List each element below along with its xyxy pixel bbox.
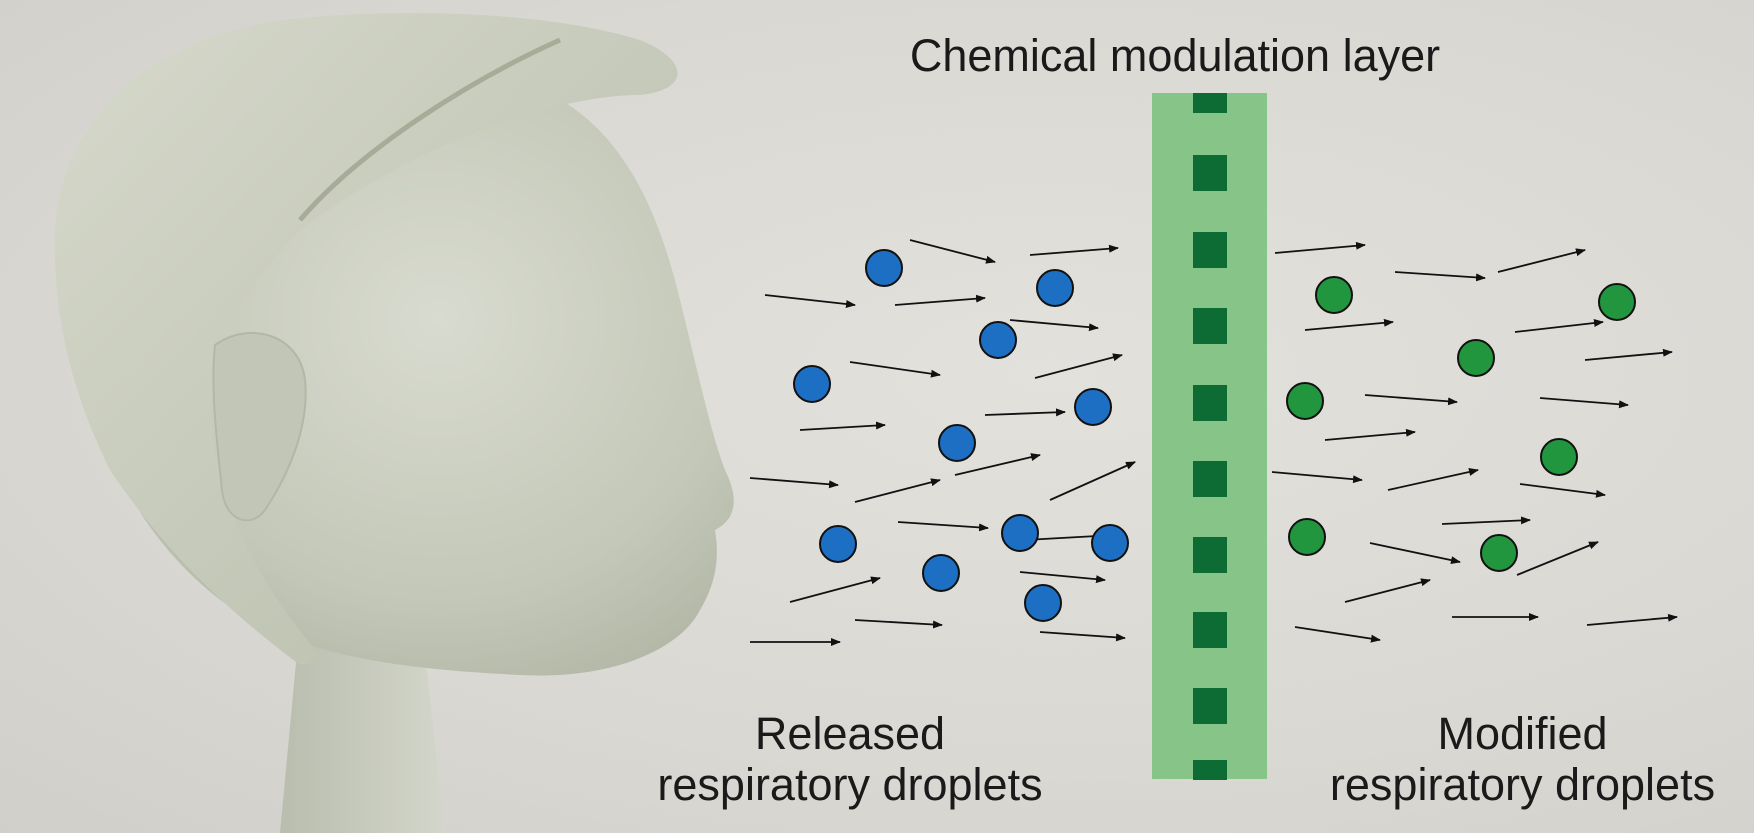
- released-droplet: [979, 321, 1017, 359]
- modified-label-line2: respiratory droplets: [1329, 759, 1716, 810]
- released-droplet: [1001, 514, 1039, 552]
- layer-pore: [1193, 385, 1227, 421]
- flow-arrow: [1441, 516, 1531, 525]
- flow-arrow: [1009, 319, 1099, 332]
- modified-droplet: [1288, 518, 1326, 556]
- flow-arrow: [1394, 271, 1486, 282]
- layer-pore: [1193, 760, 1227, 780]
- modified-label-line1: Modified: [1437, 708, 1608, 759]
- flow-arrow: [1369, 542, 1461, 565]
- hair-part: [298, 37, 562, 222]
- released-droplet: [938, 424, 976, 462]
- released-droplet: [1036, 269, 1074, 307]
- flow-arrow: [1514, 319, 1604, 333]
- neck: [280, 610, 445, 833]
- flow-arrow: [1274, 241, 1366, 254]
- released-droplet: [865, 249, 903, 287]
- flow-arrow: [1519, 483, 1606, 498]
- flow-arrow: [897, 521, 989, 532]
- flow-arrow: [1019, 571, 1106, 584]
- modified-droplet: [1286, 382, 1324, 420]
- modified-droplets: [1286, 276, 1636, 572]
- released-droplet: [819, 525, 857, 563]
- flow-arrow: [1034, 353, 1123, 379]
- released-label-line2: respiratory droplets: [657, 759, 1043, 810]
- modified-droplet: [1598, 283, 1636, 321]
- modified-droplet: [1480, 534, 1518, 572]
- flow-arrow: [1029, 244, 1119, 256]
- layer-pore: [1193, 461, 1227, 497]
- head-figure: [54, 12, 734, 833]
- flow-arrow: [749, 477, 839, 489]
- flow-arrow: [1539, 397, 1629, 409]
- modified-droplet: [1457, 339, 1495, 377]
- flow-arrow: [1586, 613, 1678, 626]
- layer-pore: [1193, 308, 1227, 344]
- flow-arrow: [1387, 468, 1479, 491]
- flow-arrow: [954, 453, 1041, 476]
- flow-arrow: [854, 478, 941, 503]
- flow-arrow: [1344, 578, 1431, 603]
- released-droplet: [793, 365, 831, 403]
- released-droplet: [1074, 388, 1112, 426]
- flow-arrow: [909, 239, 996, 264]
- flow-arrow: [1049, 461, 1136, 501]
- flow-arrow: [894, 294, 986, 306]
- flow-arrow: [1294, 626, 1381, 643]
- modulation-layer: [1152, 93, 1267, 780]
- released-droplet: [1091, 524, 1129, 562]
- flow-arrow: [1584, 348, 1673, 361]
- layer-band: [1152, 93, 1267, 779]
- ear: [212, 331, 307, 522]
- layer-pore: [1193, 612, 1227, 648]
- layer-pore: [1193, 93, 1227, 113]
- flow-arrow: [799, 421, 886, 431]
- layer-pore: [1193, 232, 1227, 268]
- released-label-line1: Released: [754, 708, 946, 759]
- flow-arrow: [1271, 471, 1363, 484]
- modified-droplet: [1315, 276, 1353, 314]
- flow-arrow: [854, 619, 943, 629]
- released-droplets-label: Released respiratory droplets: [600, 708, 1100, 810]
- modified-droplet: [1540, 438, 1578, 476]
- flow-arrow: [1304, 318, 1394, 331]
- flow-arrow: [1039, 631, 1126, 642]
- layer-pore: [1193, 155, 1227, 191]
- modified-droplets-label: Modified respiratory droplets: [1290, 708, 1754, 810]
- layer-pore: [1193, 537, 1227, 573]
- released-droplets: [793, 249, 1129, 622]
- released-droplet: [922, 554, 960, 592]
- flow-arrow: [849, 361, 941, 378]
- flow-arrow: [1364, 394, 1458, 406]
- layer-pore: [1193, 688, 1227, 724]
- flow-arrow: [789, 576, 881, 603]
- flow-arrow: [764, 294, 856, 308]
- layer-title: Chemical modulation layer: [909, 30, 1441, 81]
- released-droplet: [1024, 584, 1062, 622]
- hair: [54, 12, 678, 666]
- flow-arrow: [1497, 248, 1586, 273]
- airflow-arrows: [749, 239, 1678, 646]
- flow-arrow: [984, 408, 1066, 417]
- flow-arrow: [1324, 428, 1416, 441]
- flow-arrow: [1516, 541, 1599, 576]
